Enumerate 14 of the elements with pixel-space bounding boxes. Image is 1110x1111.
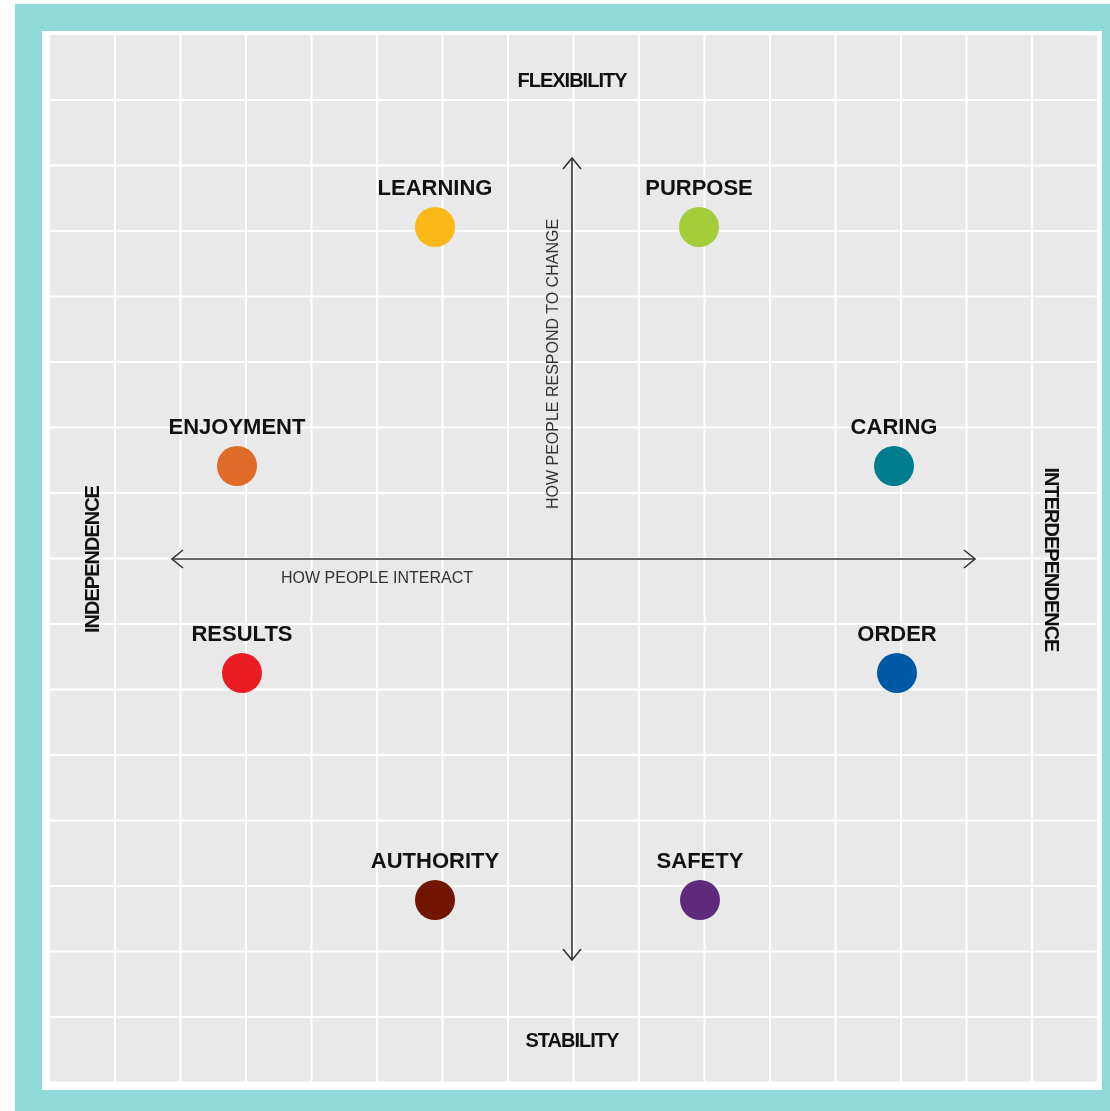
value-label: ORDER bbox=[857, 621, 937, 647]
value-label: LEARNING bbox=[377, 175, 493, 201]
value-label: SAFETY bbox=[656, 848, 744, 874]
axis-title: INDEPENDENCE bbox=[80, 485, 104, 633]
axis-title: FLEXIBILITY bbox=[517, 68, 627, 92]
value-label: RESULTS bbox=[191, 621, 293, 647]
axis-title: INTERDEPENDENCE bbox=[1040, 467, 1064, 651]
axis-title: STABILITY bbox=[525, 1028, 619, 1052]
value-label: PURPOSE bbox=[645, 175, 753, 201]
axis-label: HOW PEOPLE RESPOND TO CHANGE bbox=[544, 218, 563, 510]
value-label: CARING bbox=[850, 414, 938, 440]
axis-label: HOW PEOPLE INTERACT bbox=[281, 569, 474, 587]
value-label: AUTHORITY bbox=[370, 848, 500, 874]
value-label: ENJOYMENT bbox=[168, 414, 306, 440]
